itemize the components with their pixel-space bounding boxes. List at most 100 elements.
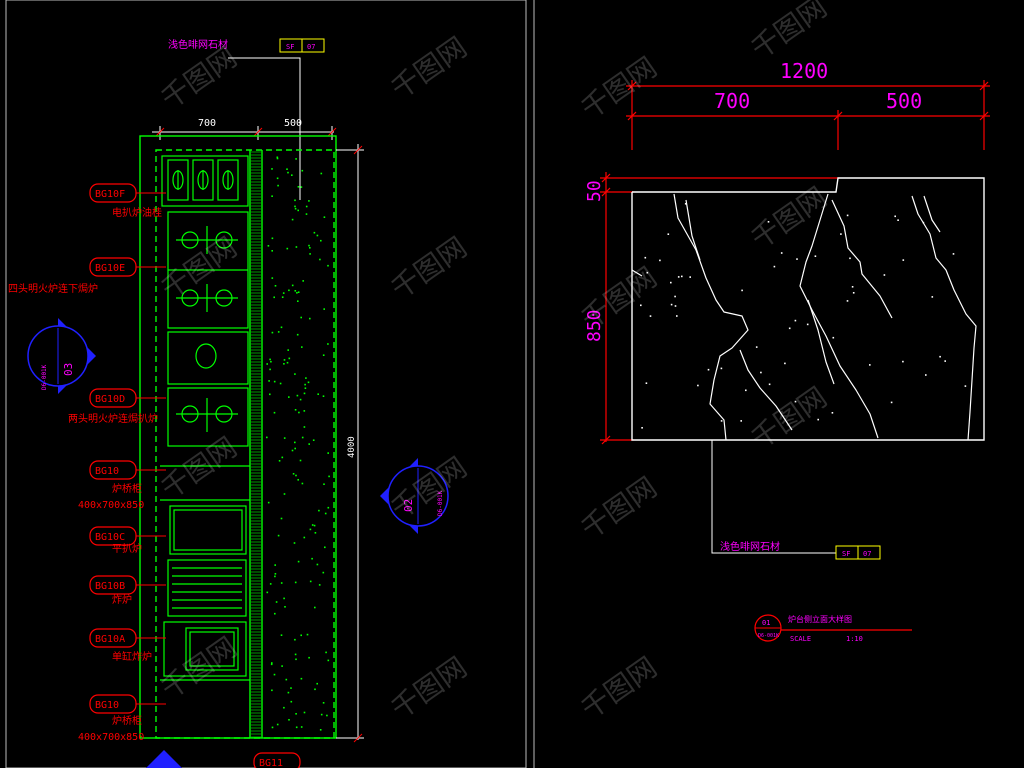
stone-speck	[305, 205, 308, 208]
tag-capsule	[253, 752, 301, 768]
countertop-section-outline	[631, 177, 985, 441]
section-03-sheet: D6-001K	[41, 364, 48, 390]
stone-speck	[280, 517, 283, 520]
stone-speck	[273, 411, 276, 414]
stone-speck	[301, 169, 304, 172]
stone-speck	[283, 706, 285, 709]
stone-speck	[309, 528, 312, 531]
stone-speck	[320, 172, 323, 175]
stone-speck	[314, 688, 316, 691]
tag-capsule	[89, 257, 137, 277]
marble-speck	[817, 418, 819, 421]
stone-speck	[300, 186, 303, 188]
stone-speck	[283, 363, 285, 365]
marble-speck	[852, 292, 855, 294]
marble-speck	[674, 295, 676, 298]
countertop-section-detail: 1200 700 500 50 850	[584, 59, 990, 643]
stone-speck	[323, 483, 325, 485]
stone-speck	[277, 184, 279, 187]
title-name: 炉台侧立面大样图	[788, 614, 852, 624]
stone-speck	[322, 354, 325, 356]
stone-speck	[273, 296, 275, 299]
stone-speck	[324, 512, 327, 515]
stone-speck	[323, 216, 326, 218]
scale-label: SCALE	[790, 635, 811, 643]
backsplash-hatch	[251, 151, 261, 738]
marble-speck	[944, 360, 946, 362]
stone-speck	[290, 700, 293, 703]
marble-speck	[952, 253, 955, 255]
stone-speck	[297, 300, 299, 302]
stone-speck	[276, 156, 279, 159]
stone-speck	[320, 713, 323, 716]
material-label: 浅色啡网石材	[168, 38, 228, 51]
marble-speck	[773, 265, 776, 268]
marble-speck	[697, 384, 699, 387]
tag-capsule	[89, 460, 137, 480]
stone-speck	[294, 409, 297, 411]
section-marker-03: 03 D6-001K	[27, 318, 96, 394]
dim-500: 500	[284, 118, 302, 129]
stone-speck	[271, 331, 274, 334]
tag-capsule	[89, 628, 137, 648]
stone-speck	[327, 264, 329, 267]
marble-speck	[840, 233, 842, 235]
stone-speck	[276, 723, 279, 726]
stone-speck	[288, 357, 291, 360]
marble-speck	[890, 401, 893, 404]
unit-bg10b	[167, 559, 247, 617]
stone-speck	[274, 575, 276, 578]
stone-speck	[313, 231, 316, 234]
marble-speck	[720, 420, 723, 422]
stone-speck	[288, 719, 290, 721]
cookline-plan: 浅色啡网石材 SF 07 700 500	[8, 38, 449, 768]
stone-speck	[271, 168, 273, 170]
marble-speck	[897, 219, 899, 221]
stone-speck	[327, 343, 329, 345]
unit-bg10c	[169, 505, 247, 555]
tag-code: BG10C	[95, 532, 125, 543]
stone-speck	[295, 246, 298, 248]
stone-speck	[295, 726, 298, 729]
watermark-text: 千图网	[385, 31, 473, 106]
stone-speck	[282, 292, 285, 294]
stone-speck	[274, 573, 277, 575]
watermark-text: 千图网	[385, 651, 473, 726]
stone-speck	[309, 580, 312, 583]
dimension-vertical: 50 850	[584, 172, 840, 445]
tag-code: BG11	[259, 758, 283, 768]
stone-speck	[314, 606, 316, 609]
stone-speck	[274, 285, 277, 287]
dimension-parts: 700 500	[626, 89, 990, 150]
watermark-text: 千图网	[385, 231, 473, 306]
stone-speck	[327, 452, 329, 454]
section-02-number: 02	[402, 499, 415, 512]
stone-speck	[303, 711, 306, 714]
stone-speck	[273, 673, 276, 676]
tag-size: 400x700x850	[78, 500, 144, 511]
stone-speck	[274, 564, 276, 566]
marble-speck	[670, 303, 673, 306]
marble-speck	[931, 296, 934, 298]
tag-capsule	[89, 575, 137, 595]
stone-speck	[268, 380, 270, 382]
stone-speck	[280, 634, 283, 636]
tag-capsule	[89, 388, 137, 408]
stone-speck	[308, 656, 310, 659]
stone-speck	[303, 410, 306, 412]
stone-speck	[269, 583, 272, 585]
stone-speck	[298, 411, 300, 414]
title-sheet: D6-001K	[758, 633, 779, 639]
marble-speck	[681, 275, 683, 278]
scale-value: 1:10	[846, 635, 863, 643]
marble-speck	[794, 319, 797, 322]
detail-title-block: 01 D6-001K 炉台侧立面大样图 SCALE 1:10	[754, 614, 912, 643]
stone-speck	[302, 280, 304, 282]
stone-speck	[287, 171, 289, 174]
dim-500-right: 500	[886, 89, 922, 113]
unit-bg10-upper	[160, 465, 250, 501]
tag-size: 400x700x850	[78, 732, 144, 743]
